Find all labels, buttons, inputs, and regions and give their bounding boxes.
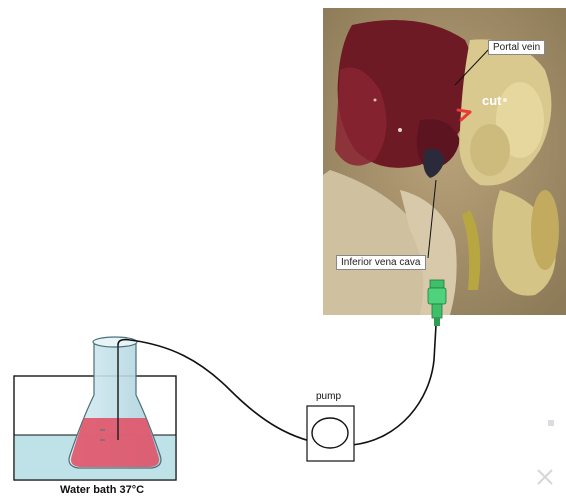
pump[interactable] (307, 406, 354, 461)
pump-label: pump (316, 391, 341, 402)
water-bath-label: Water bath 37°C (60, 484, 144, 496)
portal-vein-label: Portal vein (488, 40, 545, 55)
connector (428, 280, 446, 326)
watermark-marks (538, 420, 554, 484)
tubing-pump-to-liver (352, 325, 436, 445)
cut-label: cut (482, 93, 502, 108)
inferior-vena-cava-label: Inferior vena cava (336, 255, 426, 270)
